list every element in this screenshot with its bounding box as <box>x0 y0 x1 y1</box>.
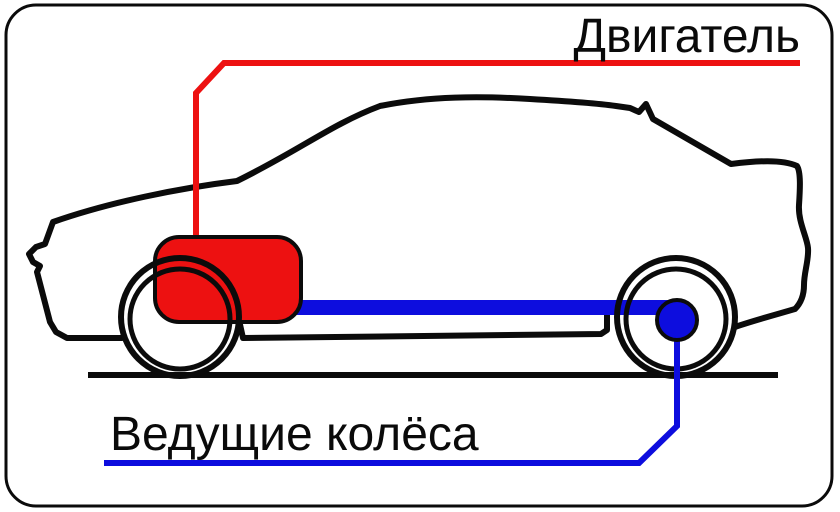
engine-callout-line <box>193 60 800 241</box>
front-wheel-tire <box>118 255 242 379</box>
engine-label: Двигатель <box>574 10 800 63</box>
car-outline <box>26 94 812 341</box>
drive-wheels-callout-line <box>104 330 680 466</box>
diagram-frame <box>4 3 834 508</box>
drive-wheels-label: Ведущие колёса <box>110 408 479 461</box>
front-wheel <box>118 255 242 379</box>
rear-wheel-hub <box>655 298 699 342</box>
front-wheel-rim <box>127 266 233 372</box>
underbody-sill-line <box>236 303 610 341</box>
driveshaft <box>288 300 680 315</box>
